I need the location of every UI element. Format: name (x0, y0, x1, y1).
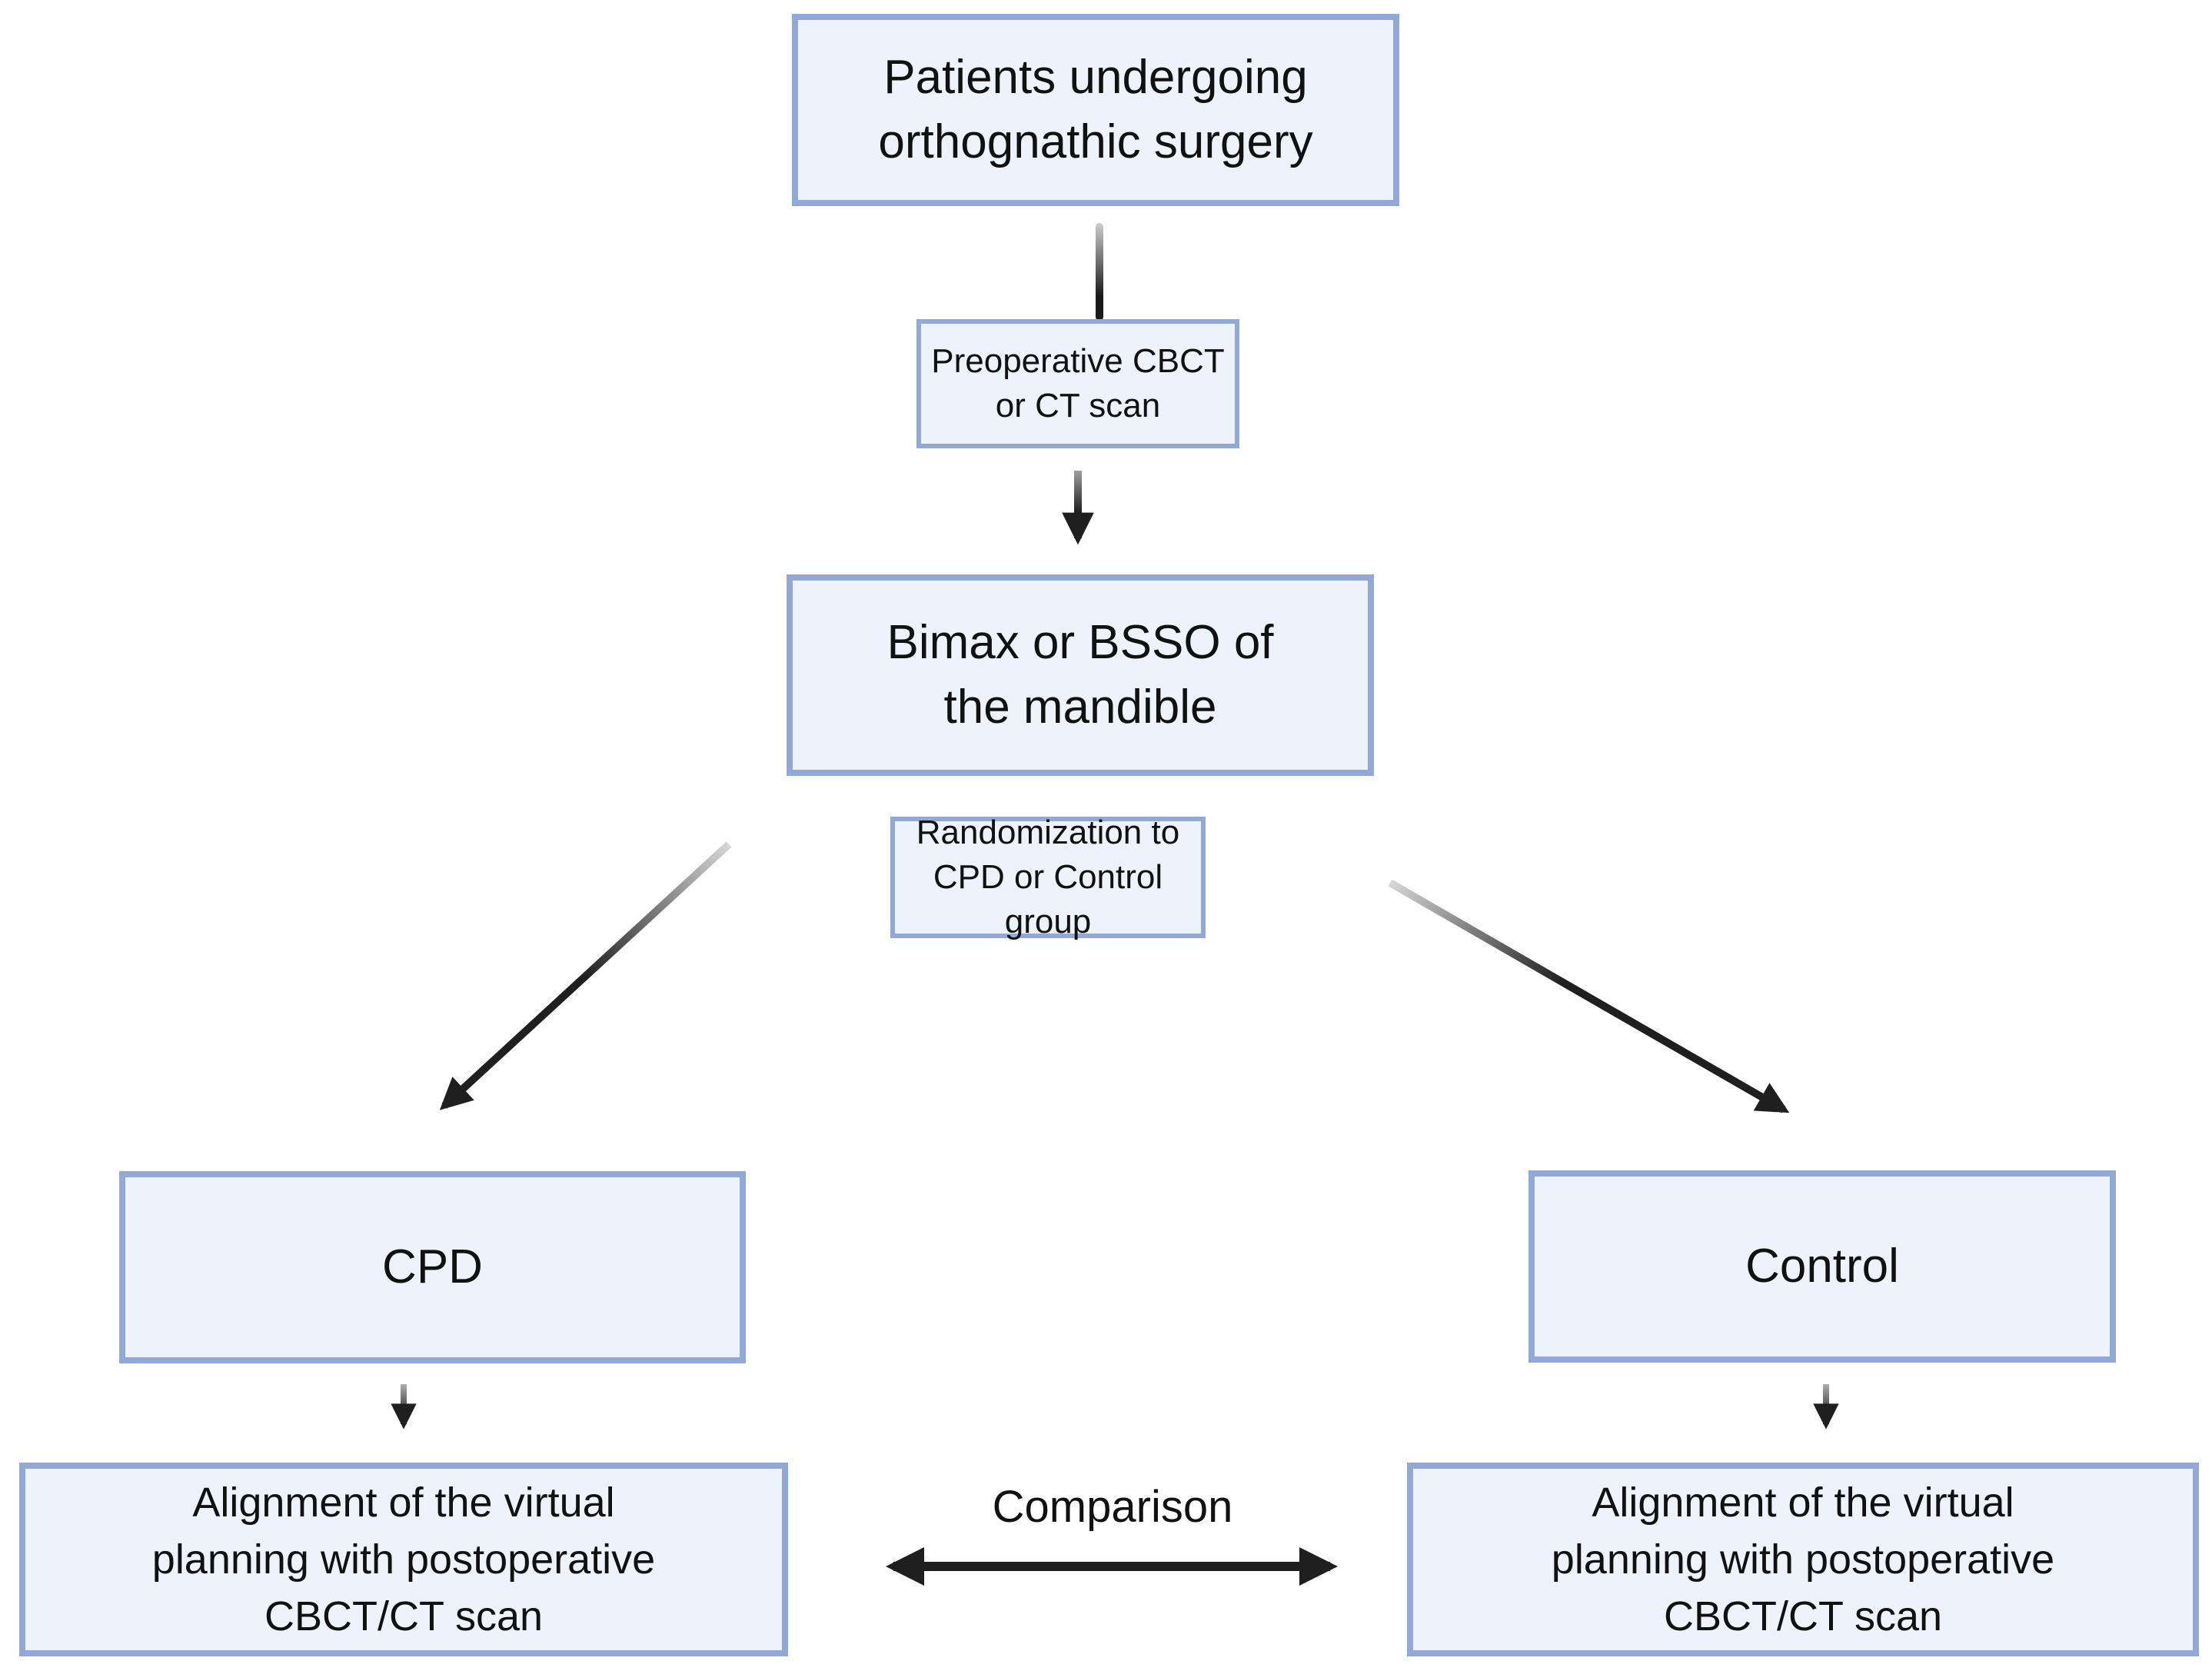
comparison-label: Comparison (992, 1482, 1233, 1532)
flow-node-control: Control (1528, 1170, 2116, 1363)
flow-node-patients: Patients undergoing orthognathic surgery (792, 14, 1399, 206)
flow-node-alignment-control: Alignment of the virtual planning with p… (1407, 1463, 2199, 1656)
flow-node-preoperative-scan: Preoperative CBCT or CT scan (916, 319, 1239, 448)
arrow-randomization-to-control (1388, 879, 1790, 1113)
flow-node-randomization: Randomization to CPD or Control group (890, 814, 1206, 940)
flow-node-alignment-cpd: Alignment of the virtual planning with p… (19, 1463, 788, 1656)
arrow-randomization-to-cpd (439, 841, 732, 1110)
flow-node-bimax-bsso: Bimax or BSSO of the mandible (787, 574, 1374, 776)
flow-node-cpd: CPD (119, 1171, 746, 1363)
